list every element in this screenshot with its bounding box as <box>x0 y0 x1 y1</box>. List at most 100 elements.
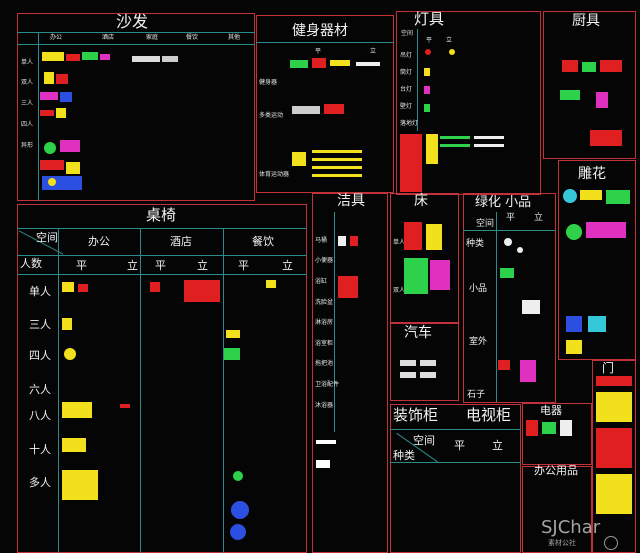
chairs-row-3: 三人 <box>29 318 51 331</box>
sanitary-title: 洁具 <box>337 193 365 209</box>
chairs-row-6: 六人 <box>29 383 51 396</box>
carving-blocks <box>563 189 630 354</box>
fitness-elev: 立 <box>370 48 377 55</box>
sanitary-row-7: 拖把池 <box>315 360 334 367</box>
sofa-blocks <box>40 52 178 190</box>
green-row-3: 室外 <box>469 337 488 347</box>
chairs-row-many: 多人 <box>29 476 51 489</box>
lamp-title: 灯具 <box>414 10 445 28</box>
chairs-plan-1: 平 <box>76 259 87 272</box>
chairs-elev-1: 立 <box>127 259 138 272</box>
carving-panel <box>558 160 636 360</box>
chairs-vline <box>140 228 141 553</box>
bed-row-1: 单人 <box>393 239 406 246</box>
green-title: 绿化 小品 <box>475 195 532 210</box>
chairs-row-1: 单人 <box>29 285 51 298</box>
fitness-row-3: 体育运动器 <box>259 171 290 178</box>
lamp-vline <box>417 29 418 131</box>
watermark-logo-icon <box>604 536 618 550</box>
chairs-elev-3: 立 <box>282 259 293 272</box>
chairs-group-hotel: 酒店 <box>170 235 192 248</box>
chair-blocks <box>62 280 276 540</box>
car-blocks <box>400 360 436 378</box>
chairs-row-10: 十人 <box>29 443 51 456</box>
appliance-blocks <box>526 420 572 436</box>
fitness-hline <box>256 42 394 43</box>
chairs-group-dining: 餐饮 <box>252 235 274 248</box>
bed-panel <box>390 193 459 323</box>
chairs-row-8: 八人 <box>29 409 51 422</box>
sofa-row-1: 单人 <box>21 59 34 66</box>
lamp-row-1: 吊灯 <box>400 52 413 59</box>
kitchen-panel <box>543 11 636 159</box>
sanitary-row-8: 卫浴配件 <box>315 381 340 388</box>
sofa-col-dining: 餐饮 <box>186 34 199 41</box>
sanitary-blocks <box>316 236 358 468</box>
lamp-elev: 立 <box>446 37 453 44</box>
sofa-hline <box>17 44 255 45</box>
door-title: 门 <box>602 361 615 375</box>
bed-row-2: 双人 <box>393 287 406 294</box>
cabinet-title-2: 电视柜 <box>466 406 512 424</box>
chairs-hline <box>17 274 307 275</box>
fitness-row-2: 多类运动 <box>259 112 284 119</box>
lamp-row-4: 壁灯 <box>400 103 413 110</box>
green-row-4: 石子 <box>467 390 486 400</box>
sanitary-row-4: 洗脸盆 <box>315 299 334 306</box>
sofa-panel <box>17 13 255 201</box>
chairs-elev-2: 立 <box>197 259 208 272</box>
watermark-sub: 素材公社 <box>548 539 576 547</box>
green-space: 空间 <box>476 219 495 229</box>
fitness-plan: 平 <box>315 48 322 55</box>
sanitary-row-1: 马桶 <box>315 237 328 244</box>
green-blocks <box>498 238 540 382</box>
sofa-title: 沙发 <box>116 12 149 31</box>
green-vline <box>496 212 497 402</box>
lamp-header: 空间 <box>401 30 414 37</box>
cabinet-corner-space: 空间 <box>413 434 435 447</box>
sofa-row-2: 双人 <box>21 79 34 86</box>
chairs-row-4: 四人 <box>29 349 51 362</box>
green-row-2: 小品 <box>469 284 488 294</box>
sofa-row-3: 三人 <box>21 100 34 107</box>
sanitary-row-3: 浴缸 <box>315 278 328 285</box>
fitness-row-1: 健身器 <box>259 79 278 86</box>
green-elev: 立 <box>534 213 544 223</box>
chairs-hline <box>17 255 307 256</box>
cabinet-elev: 立 <box>492 439 503 452</box>
chairs-plan-3: 平 <box>238 259 249 272</box>
chairs-hline <box>17 228 307 229</box>
lamp-row-5: 落地灯 <box>400 120 419 127</box>
appliance-title: 电器 <box>540 404 562 417</box>
chairs-vline <box>58 228 59 553</box>
bed-blocks <box>404 222 450 294</box>
sofa-col-hotel: 酒店 <box>102 34 115 41</box>
carving-title: 雕花 <box>578 166 606 182</box>
sofa-col-other: 其他 <box>228 34 241 41</box>
fitness-title: 健身器材 <box>292 23 348 39</box>
cabinet-hline <box>390 429 521 430</box>
sanitary-row-5: 淋浴房 <box>315 319 334 326</box>
lamp-plan: 平 <box>426 37 433 44</box>
car-title: 汽车 <box>404 325 432 341</box>
sanitary-row-6: 浴室柜 <box>315 340 334 347</box>
sanitary-row-2: 小便器 <box>315 257 334 264</box>
lamp-row-3: 台灯 <box>400 86 413 93</box>
fitness-panel <box>256 15 394 193</box>
sofa-col-home: 家庭 <box>146 34 159 41</box>
green-hline <box>463 230 556 231</box>
sofa-hline <box>17 32 255 33</box>
green-row-1: 种类 <box>466 239 485 249</box>
sofa-row-4: 四人 <box>21 121 34 128</box>
chairs-vline <box>223 228 224 553</box>
chairs-corner-space: 空间 <box>36 231 58 244</box>
door-blocks <box>596 376 632 514</box>
chairs-title: 桌椅 <box>146 206 177 224</box>
office-title: 办公用品 <box>534 464 578 477</box>
chairs-group-office: 办公 <box>88 235 110 248</box>
lamp-panel <box>396 11 541 195</box>
chairs-corner-count: 人数 <box>20 257 42 270</box>
sofa-row-5: 异形 <box>21 142 34 149</box>
